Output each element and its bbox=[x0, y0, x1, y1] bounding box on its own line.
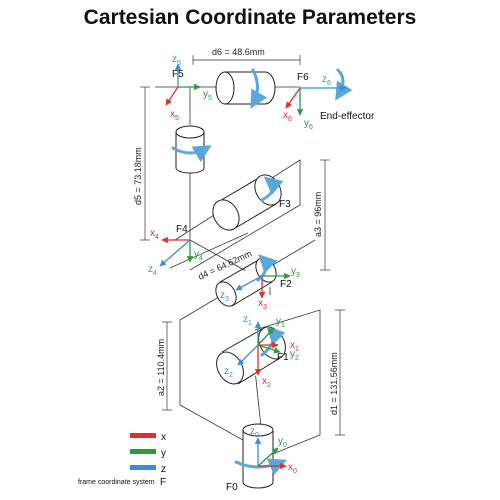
frame-label-f3: F3 bbox=[279, 199, 291, 210]
dimension-lines bbox=[140, 55, 345, 436]
axis-label-z1: z1 bbox=[243, 314, 252, 327]
dim-label-d1-a3: a3 = 96mm bbox=[313, 192, 323, 237]
frame-labels: F5 F6 F4 F3 F2 F1 F0 End-effector bbox=[172, 69, 375, 493]
axis-label-y2: y2 bbox=[290, 349, 299, 362]
axis-label-y0: y0 bbox=[278, 436, 287, 449]
joint6-cylinder bbox=[215, 71, 276, 105]
legend-swatch-y bbox=[130, 449, 156, 454]
frame-label-f6: F6 bbox=[297, 72, 309, 83]
rotation-arrow-joint6 bbox=[250, 68, 268, 109]
rotation-arrow-end bbox=[335, 68, 353, 101]
frame-label-f4: F4 bbox=[176, 224, 188, 235]
legend-label-y: y bbox=[161, 448, 166, 459]
legend: x y z frame coordinate system F bbox=[78, 432, 166, 488]
frame-label-f0: F0 bbox=[226, 482, 238, 493]
legend-label-z: z bbox=[161, 464, 166, 475]
joint5-cylinder bbox=[175, 125, 205, 174]
end-effector-label: End-effector bbox=[320, 111, 375, 122]
dim-label-d6: d6 = 48.6mm bbox=[212, 47, 265, 57]
axis-label-y5: y5 bbox=[203, 89, 212, 102]
dim-label-a2: a2 = 110.4mm bbox=[156, 339, 166, 396]
axis-label-x6: x6 bbox=[283, 110, 292, 123]
axis-label-y6: y6 bbox=[304, 118, 313, 131]
axis-label-x1: x1 bbox=[290, 340, 299, 353]
axis-label-y3: y3 bbox=[291, 266, 300, 279]
axes bbox=[159, 63, 347, 470]
axis-label-y4: y4 bbox=[194, 249, 203, 262]
frame-label-f2: F2 bbox=[280, 279, 292, 290]
axis-label-z0: z0 bbox=[250, 426, 259, 439]
axis-label-y1: y1 bbox=[276, 316, 285, 329]
axis-label-z2: z2 bbox=[224, 366, 233, 379]
axis-label-x3: x3 bbox=[258, 298, 267, 311]
dim-label-d5: d5 = 73.18mm bbox=[133, 147, 143, 205]
legend-label-x: x bbox=[161, 432, 166, 443]
axis-label-x2: x2 bbox=[262, 376, 271, 389]
axis-label-z5: z5 bbox=[172, 54, 181, 67]
legend-swatch-z bbox=[130, 465, 156, 470]
axis-label-z6: z6 bbox=[322, 74, 331, 87]
legend-note-f: F bbox=[160, 477, 166, 488]
diagram-title: Cartesian Coordinate Parameters bbox=[83, 6, 417, 29]
legend-note: frame coordinate system bbox=[78, 479, 155, 486]
joint3-cylinder bbox=[212, 174, 282, 232]
frame-label-f1: F1 bbox=[277, 352, 289, 363]
axis-label-z3: z3 bbox=[220, 290, 229, 303]
axis-label-x4: x4 bbox=[150, 228, 159, 241]
rotation-arrow-joint5 bbox=[171, 145, 212, 163]
axis-labels: z5 y5 x5 z6 x6 y6 x4 y4 z4 y3 z3 x3 z1 y… bbox=[148, 54, 331, 475]
axis-label-x0: x0 bbox=[288, 462, 297, 475]
rotation-arrow-base bbox=[234, 458, 287, 476]
axis-label-x5: x5 bbox=[170, 109, 179, 122]
legend-swatch-x bbox=[130, 433, 156, 438]
rotation-arrow-joint2 bbox=[256, 254, 278, 282]
frame-label-f5: F5 bbox=[172, 69, 184, 80]
axis-label-z4: z4 bbox=[148, 264, 157, 277]
rotation-arrow-joint3 bbox=[260, 176, 284, 202]
dim-label-d1: d1 = 131.56mm bbox=[329, 352, 339, 415]
